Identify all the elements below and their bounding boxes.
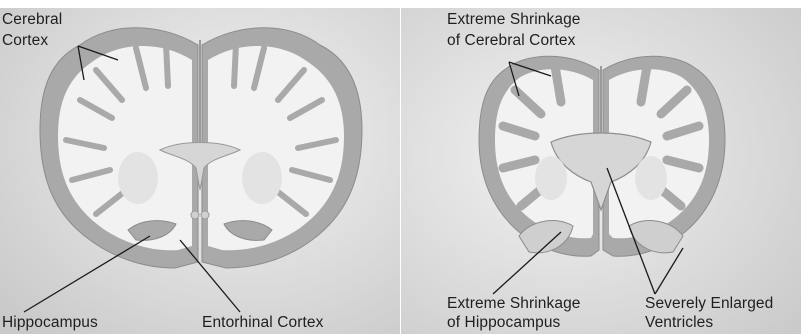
label-cortex-shrinkage-line2: of Cerebral Cortex (447, 31, 575, 50)
basal-ganglia-left (118, 152, 158, 204)
label-cortex-shrinkage-line1: Extreme Shrinkage (447, 10, 581, 29)
label-hippocampus: Hippocampus (2, 313, 98, 332)
label-cerebral-cortex-line2: Cortex (2, 31, 48, 50)
alzheimers-brain-illustration (401, 0, 801, 334)
label-hippocampus-shrinkage-line1: Extreme Shrinkage (447, 294, 581, 313)
basal-ganglia-right (242, 152, 282, 204)
label-hippocampus-shrinkage-line2: of Hippocampus (447, 313, 560, 332)
label-cerebral-cortex-line1: Cerebral (2, 10, 62, 29)
label-enlarged-ventricles-line1: Severely Enlarged (645, 294, 773, 313)
alzheimers-brain-panel: Extreme Shrinkage of Cerebral Cortex Ext… (401, 0, 801, 334)
healthy-brain-illustration (0, 0, 400, 334)
label-enlarged-ventricles-line2: Ventricles (645, 313, 713, 332)
label-entorhinal-cortex: Entorhinal Cortex (202, 313, 323, 332)
healthy-brain-panel: Cerebral Cortex Hippocampus Entorhinal C… (0, 0, 400, 334)
